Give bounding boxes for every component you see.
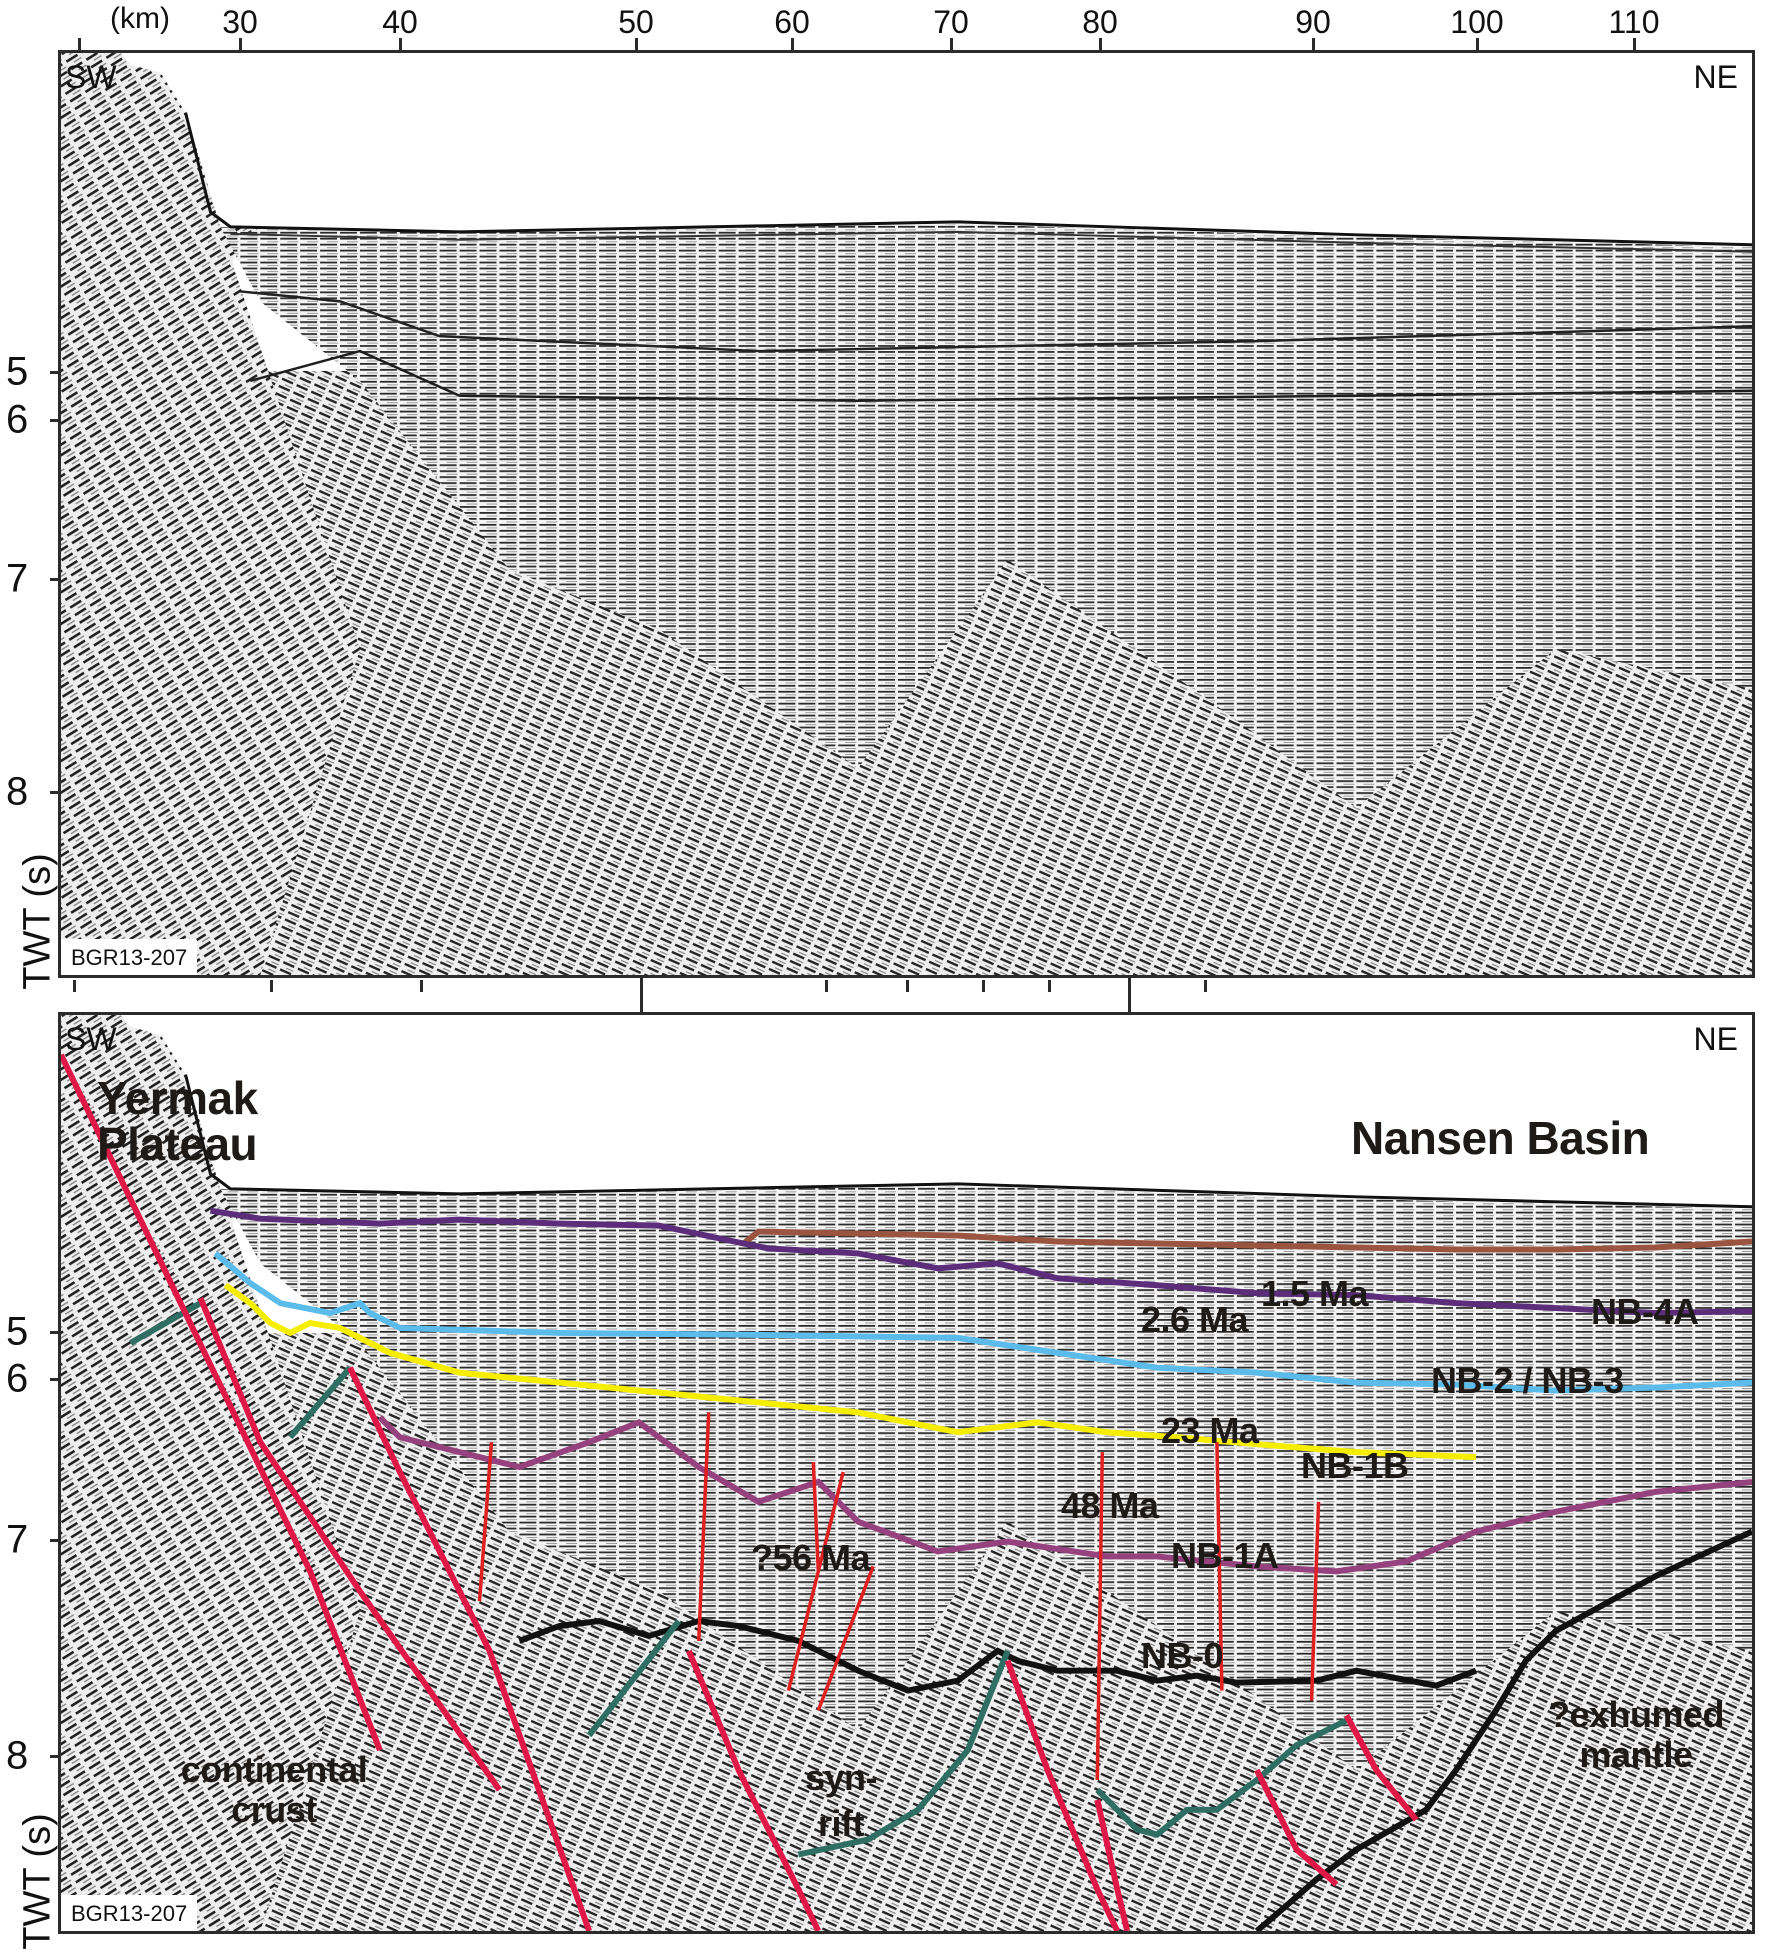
distance-tick-label: 80: [1082, 4, 1118, 40]
distance-tick: [982, 980, 985, 992]
twt-tick-label: 7: [6, 556, 29, 601]
distance-tick: [1204, 980, 1207, 992]
distance-axis-unit: (km): [110, 2, 170, 35]
synrift-top-horizons: [129, 1300, 1348, 1858]
distance-tick: [906, 980, 909, 992]
distance-tick-label: 100: [1450, 4, 1504, 40]
twt-tick: [50, 1755, 60, 1758]
seismic-panel-uninterpreted: SW NE BGR13-207: [58, 50, 1755, 978]
distance-tick: [1048, 980, 1051, 992]
major-faults: [61, 1053, 1419, 1931]
label-syn-rift: syn- rift: [804, 1757, 878, 1844]
distance-axis: (km) 30 40 50 60 70 80 90 100 110: [0, 0, 1772, 50]
label-exhumed-mantle: ?exhumed mantle: [1547, 1694, 1725, 1775]
exhumed-mantle-boundary: [1254, 1528, 1752, 1931]
horizon-1-5-ma: [741, 1228, 1752, 1253]
twt-tick-label: 8: [6, 1733, 29, 1778]
distance-tick-label: 70: [933, 4, 969, 40]
twt-tick-label: 6: [6, 397, 29, 442]
twt-tick: [50, 1539, 60, 1542]
label-unit-nb-1a: NB-1A: [1171, 1535, 1279, 1576]
distance-tick: [1476, 38, 1479, 50]
label-yermak-plateau: Yermak Plateau: [97, 1072, 258, 1170]
distance-tick-label: 110: [1608, 4, 1660, 40]
distance-tick: [635, 38, 638, 50]
horizon-2-6-ma: [209, 1207, 1752, 1317]
distance-tick: [78, 38, 81, 50]
distance-tick: [73, 980, 76, 992]
distance-tick: [1312, 38, 1315, 50]
twt-tick-label: 5: [6, 1309, 29, 1354]
direction-label-sw: SW: [65, 59, 117, 95]
minor-faults: [477, 1412, 1321, 1781]
horizon-top-basement: [518, 1617, 1478, 1694]
twt-tick: [50, 419, 60, 422]
horizon-23-ma: [213, 1251, 1752, 1394]
direction-label-ne: NE: [1693, 59, 1738, 95]
label-horizon-23-ma: 23 Ma: [1161, 1410, 1259, 1451]
distance-tick-label: 90: [1295, 4, 1331, 40]
twt-tick-label: 5: [6, 349, 29, 394]
distance-tick: [950, 38, 953, 50]
distance-tick: [420, 980, 423, 992]
distance-tick: [239, 38, 242, 50]
label-unit-nb-4a: NB-4A: [1591, 1291, 1699, 1332]
label-horizon-1-5-ma: 1.5 Ma: [1261, 1273, 1369, 1314]
label-horizon-56-ma: ?56 Ma: [751, 1537, 871, 1578]
label-horizon-48-ma: 48 Ma: [1061, 1485, 1159, 1526]
twt-tick-label: 6: [6, 1356, 29, 1401]
horizon-48-ma: [223, 1282, 1477, 1461]
seismic-image: [61, 1015, 1752, 1931]
label-horizon-2-6-ma: 2.6 Ma: [1141, 1299, 1249, 1340]
twt-axis-title: TWT (s): [16, 1813, 59, 1950]
distance-tick-label: 30: [222, 4, 258, 40]
direction-label-sw: SW: [65, 1021, 117, 1057]
seismic-line-id: BGR13-207: [61, 939, 198, 975]
distance-tick: [1099, 38, 1102, 50]
label-unit-nb-2-nb-3: NB-2 / NB-3: [1431, 1360, 1624, 1401]
distance-tick-label: 40: [382, 4, 418, 40]
label-unit-nb-1b: NB-1B: [1301, 1445, 1409, 1486]
twt-tick: [50, 1378, 60, 1381]
seismic-panel-interpreted: SW NE Yermak Plateau Nansen Basin 1.5 Ma…: [58, 1012, 1755, 1934]
twt-tick: [50, 1331, 60, 1334]
label-unit-nb-0: NB-0: [1141, 1635, 1224, 1676]
label-continental-crust: continental crust: [180, 1749, 368, 1830]
distance-tick: [1633, 38, 1636, 50]
seismic-image: [61, 53, 1752, 975]
seismic-line-id: BGR13-207: [61, 1895, 198, 1931]
direction-label-ne: NE: [1693, 1021, 1738, 1057]
distance-tick: [825, 980, 828, 992]
horizon-56-ma: [377, 1415, 1752, 1575]
twt-tick: [50, 791, 60, 794]
distance-tick: [270, 980, 273, 992]
distance-tick-label: 50: [618, 4, 654, 40]
distance-tick: [640, 978, 643, 1012]
distance-tick: [791, 38, 794, 50]
twt-tick-label: 8: [6, 769, 29, 814]
distance-tick: [1128, 978, 1131, 1012]
distance-tick: [399, 38, 402, 50]
twt-axis-title: TWT (s): [16, 853, 59, 990]
twt-tick: [50, 578, 60, 581]
twt-tick: [50, 371, 60, 374]
distance-tick-label: 60: [774, 4, 810, 40]
label-nansen-basin: Nansen Basin: [1351, 1112, 1650, 1164]
twt-tick-label: 7: [6, 1517, 29, 1562]
